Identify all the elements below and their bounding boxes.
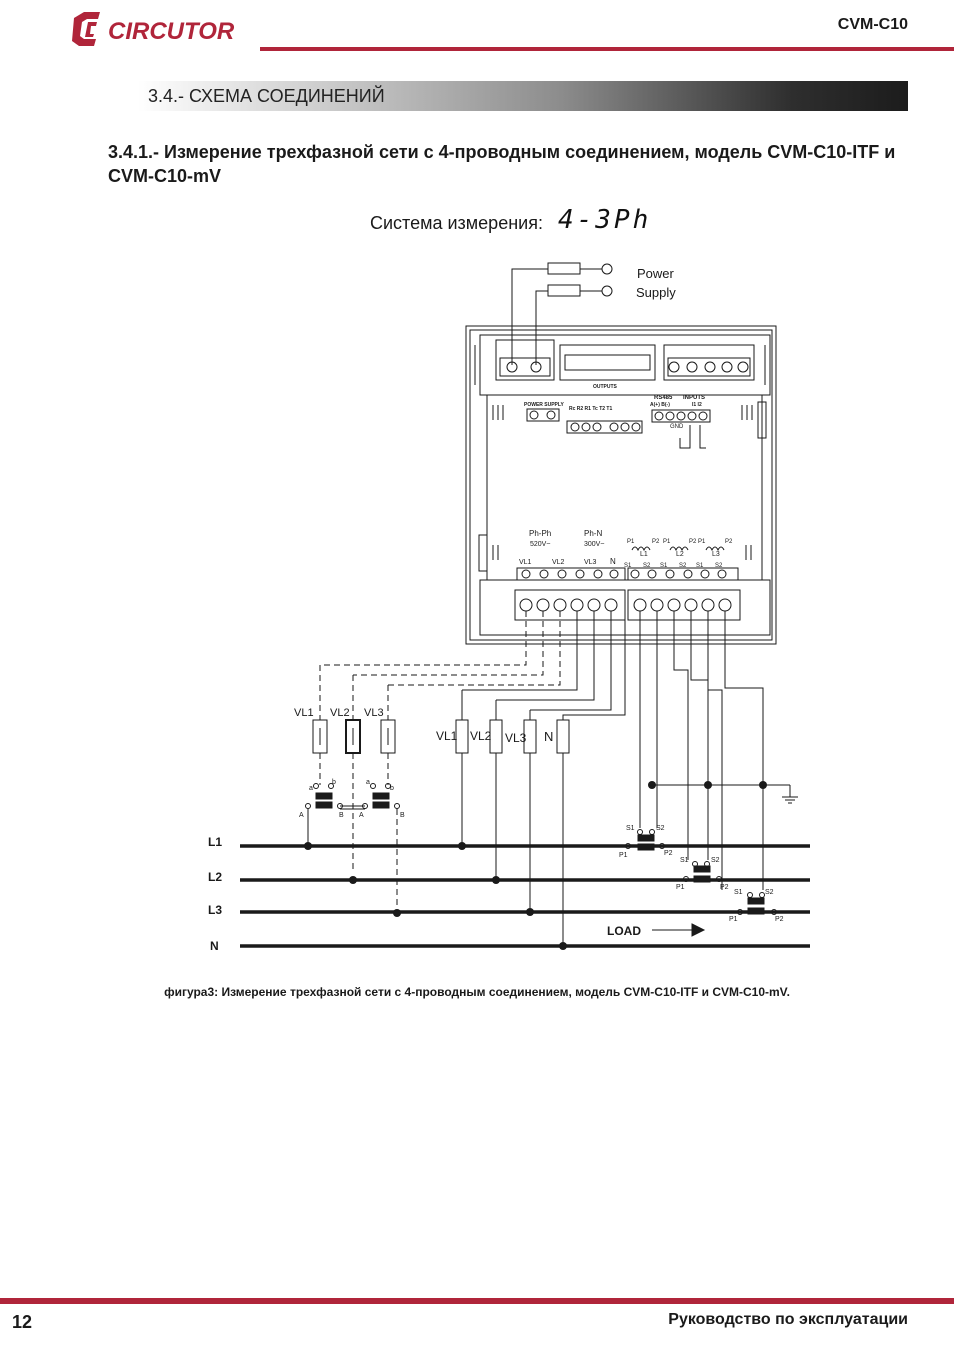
ct1-p2: P2 bbox=[664, 850, 673, 857]
logo-c-icon bbox=[72, 12, 100, 46]
ct2-s1: S1 bbox=[680, 857, 689, 864]
line-label-l3: L3 bbox=[208, 903, 222, 917]
device-outline bbox=[465, 325, 777, 645]
line-label-n: N bbox=[210, 939, 219, 953]
gnd-label: GND bbox=[670, 424, 684, 430]
dev-l2-s1: S1 bbox=[660, 563, 668, 569]
fuse-label-vl2: VL2 bbox=[470, 729, 492, 743]
ph-ph-voltage: 520V~ bbox=[530, 541, 550, 548]
dev-l1-s1: S1 bbox=[624, 563, 632, 569]
vt1-b: b bbox=[332, 779, 336, 786]
ps-fuse-1 bbox=[547, 262, 581, 275]
line-label-l1: L1 bbox=[208, 835, 222, 849]
ps-terminal-2 bbox=[601, 285, 613, 297]
section-title: 3.4.- СХЕМА СОЕДИНЕНИЙ bbox=[148, 86, 385, 106]
ct3-p2: P2 bbox=[775, 916, 784, 923]
terminal-rs485-label: RS485 bbox=[654, 395, 673, 401]
load-label: LOAD bbox=[607, 924, 641, 938]
terminal-power-supply-label: POWER SUPPLY bbox=[524, 402, 564, 408]
dev-l3-p1: P1 bbox=[698, 539, 706, 545]
power-connector bbox=[495, 339, 555, 381]
ct1-s2: S2 bbox=[656, 825, 665, 832]
logo-wordmark: CIRCUTOR bbox=[108, 18, 235, 45]
subsection-title: 3.4.1.- Измерение трехфазной сети с 4-пр… bbox=[108, 142, 896, 186]
dev-l2-p2: P2 bbox=[689, 539, 697, 545]
ct1-s1: S1 bbox=[626, 825, 635, 832]
inputs-pins-label: I1 I2 bbox=[692, 402, 702, 408]
ps-terminal-1 bbox=[601, 263, 613, 275]
figure-caption: фигура3: Измерение трехфазной сети с 4-п… bbox=[164, 985, 790, 999]
fuse-label-vl1: VL1 bbox=[436, 729, 458, 743]
page-number: 12 bbox=[12, 1312, 33, 1332]
ph-ph-label: Ph-Ph bbox=[529, 529, 551, 538]
outputs-connector bbox=[559, 344, 656, 381]
dev-l1-p1: P1 bbox=[627, 539, 635, 545]
terminal-inputs-label: INPUTS bbox=[683, 395, 705, 401]
voltage-wires bbox=[319, 611, 626, 720]
wiring-diagram: Power Supply POWER SUPPLY OUTPUTS Rc R2 … bbox=[208, 262, 810, 953]
fuse-label-n: N bbox=[544, 729, 553, 744]
measurement-system-value: 4-3Ph bbox=[558, 205, 652, 235]
vt2-a: a bbox=[366, 779, 370, 786]
current-transformers bbox=[625, 829, 777, 915]
header-rule bbox=[260, 47, 954, 51]
ct2-p1: P1 bbox=[676, 884, 685, 891]
power-lines bbox=[240, 844, 810, 948]
vt1-A: A bbox=[299, 812, 304, 819]
vt1-B: B bbox=[339, 812, 344, 819]
vt2-B: B bbox=[400, 812, 405, 819]
ct3-s1: S1 bbox=[734, 889, 743, 896]
power-supply-label-2: Supply bbox=[636, 285, 676, 300]
dev-l3-s1: S1 bbox=[696, 563, 704, 569]
manual-title: Руководство по эксплуатации bbox=[668, 1311, 908, 1328]
ct1-p1: P1 bbox=[619, 852, 628, 859]
voltage-transformers bbox=[305, 783, 400, 913]
terminal-vl1: VL1 bbox=[519, 559, 532, 566]
outputs-pins-label: Rc R2 R1 Tc T2 T1 bbox=[569, 406, 612, 412]
terminal-outputs-label: OUTPUTS bbox=[593, 384, 618, 390]
dev-l2-p1: P1 bbox=[663, 539, 671, 545]
circutor-logo: CIRCUTOR bbox=[72, 12, 235, 46]
current-wires bbox=[639, 611, 798, 890]
line-label-l2: L2 bbox=[208, 870, 222, 884]
vt-label-vl1: VL1 bbox=[294, 707, 314, 719]
vt2-A: A bbox=[359, 812, 364, 819]
ph-n-label: Ph-N bbox=[584, 529, 602, 538]
dev-group-l2: L2 bbox=[676, 551, 684, 558]
vt-label-vl2: VL2 bbox=[330, 707, 350, 719]
rs485-pins-label: A(+) B(-) bbox=[650, 402, 670, 408]
dev-l3-p2: P2 bbox=[725, 539, 733, 545]
ct3-s2: S2 bbox=[765, 889, 774, 896]
power-supply-label-1: Power bbox=[637, 266, 675, 281]
load-arrow bbox=[652, 923, 706, 937]
dev-l3-s2: S2 bbox=[715, 563, 723, 569]
model-name: CVM-C10 bbox=[837, 16, 908, 33]
footer-rule bbox=[0, 1298, 954, 1304]
inputs-connector bbox=[663, 344, 755, 381]
dev-group-l1: L1 bbox=[640, 551, 648, 558]
vt-fuses bbox=[312, 719, 396, 870]
dev-l1-s2: S2 bbox=[643, 563, 651, 569]
junction-dots bbox=[304, 781, 767, 950]
ct3-p1: P1 bbox=[729, 916, 738, 923]
dev-l1-p2: P2 bbox=[652, 539, 660, 545]
fuse-label-vl3: VL3 bbox=[505, 731, 527, 745]
ps-fuse-2 bbox=[547, 284, 581, 297]
dev-group-l3: L3 bbox=[712, 551, 720, 558]
section-bar bbox=[138, 81, 908, 111]
vt-label-vl3: VL3 bbox=[364, 707, 384, 719]
vt2-b: b bbox=[390, 785, 394, 792]
vt1-a: a bbox=[309, 785, 313, 792]
terminal-vl2: VL2 bbox=[552, 559, 565, 566]
ct2-p2: P2 bbox=[720, 884, 729, 891]
terminal-n: N bbox=[610, 557, 616, 566]
terminal-vl3: VL3 bbox=[584, 559, 597, 566]
power-supply bbox=[511, 262, 613, 365]
ct2-s2: S2 bbox=[711, 857, 720, 864]
dev-l2-s2: S2 bbox=[679, 563, 687, 569]
measurement-system-label: Система измерения: bbox=[370, 213, 543, 233]
ph-n-voltage: 300V~ bbox=[584, 541, 604, 548]
